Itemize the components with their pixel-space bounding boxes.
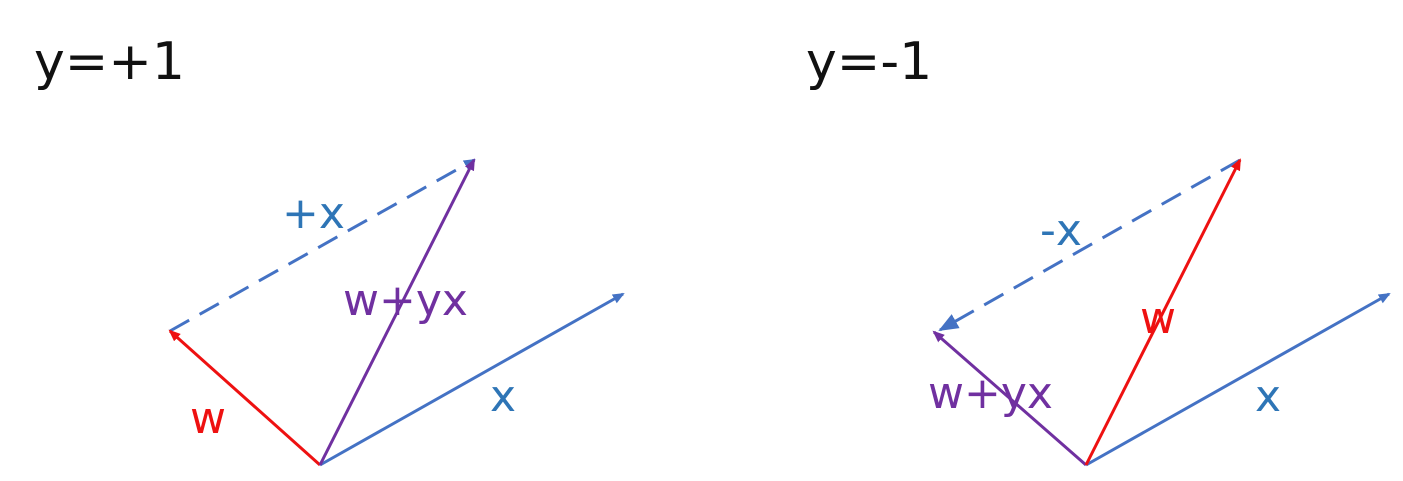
right-x-label: x: [1255, 371, 1281, 422]
right-shift-x-arrow: [938, 158, 1241, 332]
right-shift-label: -x: [1040, 205, 1082, 256]
left-x-label: x: [490, 371, 516, 422]
left-w-vector: [168, 329, 321, 467]
right-sum-label: w+yx: [928, 368, 1053, 419]
right-w-label: w: [1140, 293, 1176, 344]
right-w-vector: [1084, 158, 1242, 466]
left-w-label: w: [190, 393, 226, 444]
left-sum-vector: [318, 158, 476, 466]
left-shift-x-arrow: [169, 158, 476, 333]
left-panel: y=+1 +x w+yx x w: [34, 32, 625, 467]
right-title: y=-1: [806, 32, 932, 92]
left-title: y=+1: [34, 32, 185, 92]
right-x-vector: [1085, 292, 1391, 467]
right-panel: y=-1 -x w w+yx x: [806, 32, 1391, 467]
left-shift-label: +x: [282, 188, 345, 239]
left-sum-label: w+yx: [343, 275, 468, 326]
right-sum-vector: [932, 330, 1087, 467]
left-x-vector: [319, 292, 625, 467]
